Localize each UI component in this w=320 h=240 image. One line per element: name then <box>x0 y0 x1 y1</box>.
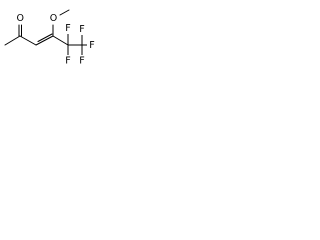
bond-methyl-c2 <box>4 35 21 46</box>
bond-methoxy-oxygen-carbon <box>59 9 70 16</box>
carbonyl-oxygen-label: O <box>17 13 24 24</box>
fluorine-label-c6-lower: F <box>79 56 84 67</box>
bond-c3-c4-double-a <box>35 35 54 46</box>
bond-c4-c5 <box>52 35 69 46</box>
atom-label-layer: O O <box>15 13 59 24</box>
fluorine-label-c6-right: F <box>89 40 94 51</box>
chemical-structure-diagram: O O F F F F F <box>4 9 97 67</box>
fluorine-label-c5-lower: F <box>65 56 70 67</box>
fluorine-labels: F F F F F <box>63 23 97 67</box>
methoxy-oxygen-label: O <box>50 13 57 24</box>
bond-c2-c3 <box>19 35 37 46</box>
bond-c3-c4-double-b <box>37 33 53 42</box>
fluorine-label-c5-upper: F <box>65 23 70 34</box>
fluorine-label-c6-upper: F <box>79 24 84 35</box>
